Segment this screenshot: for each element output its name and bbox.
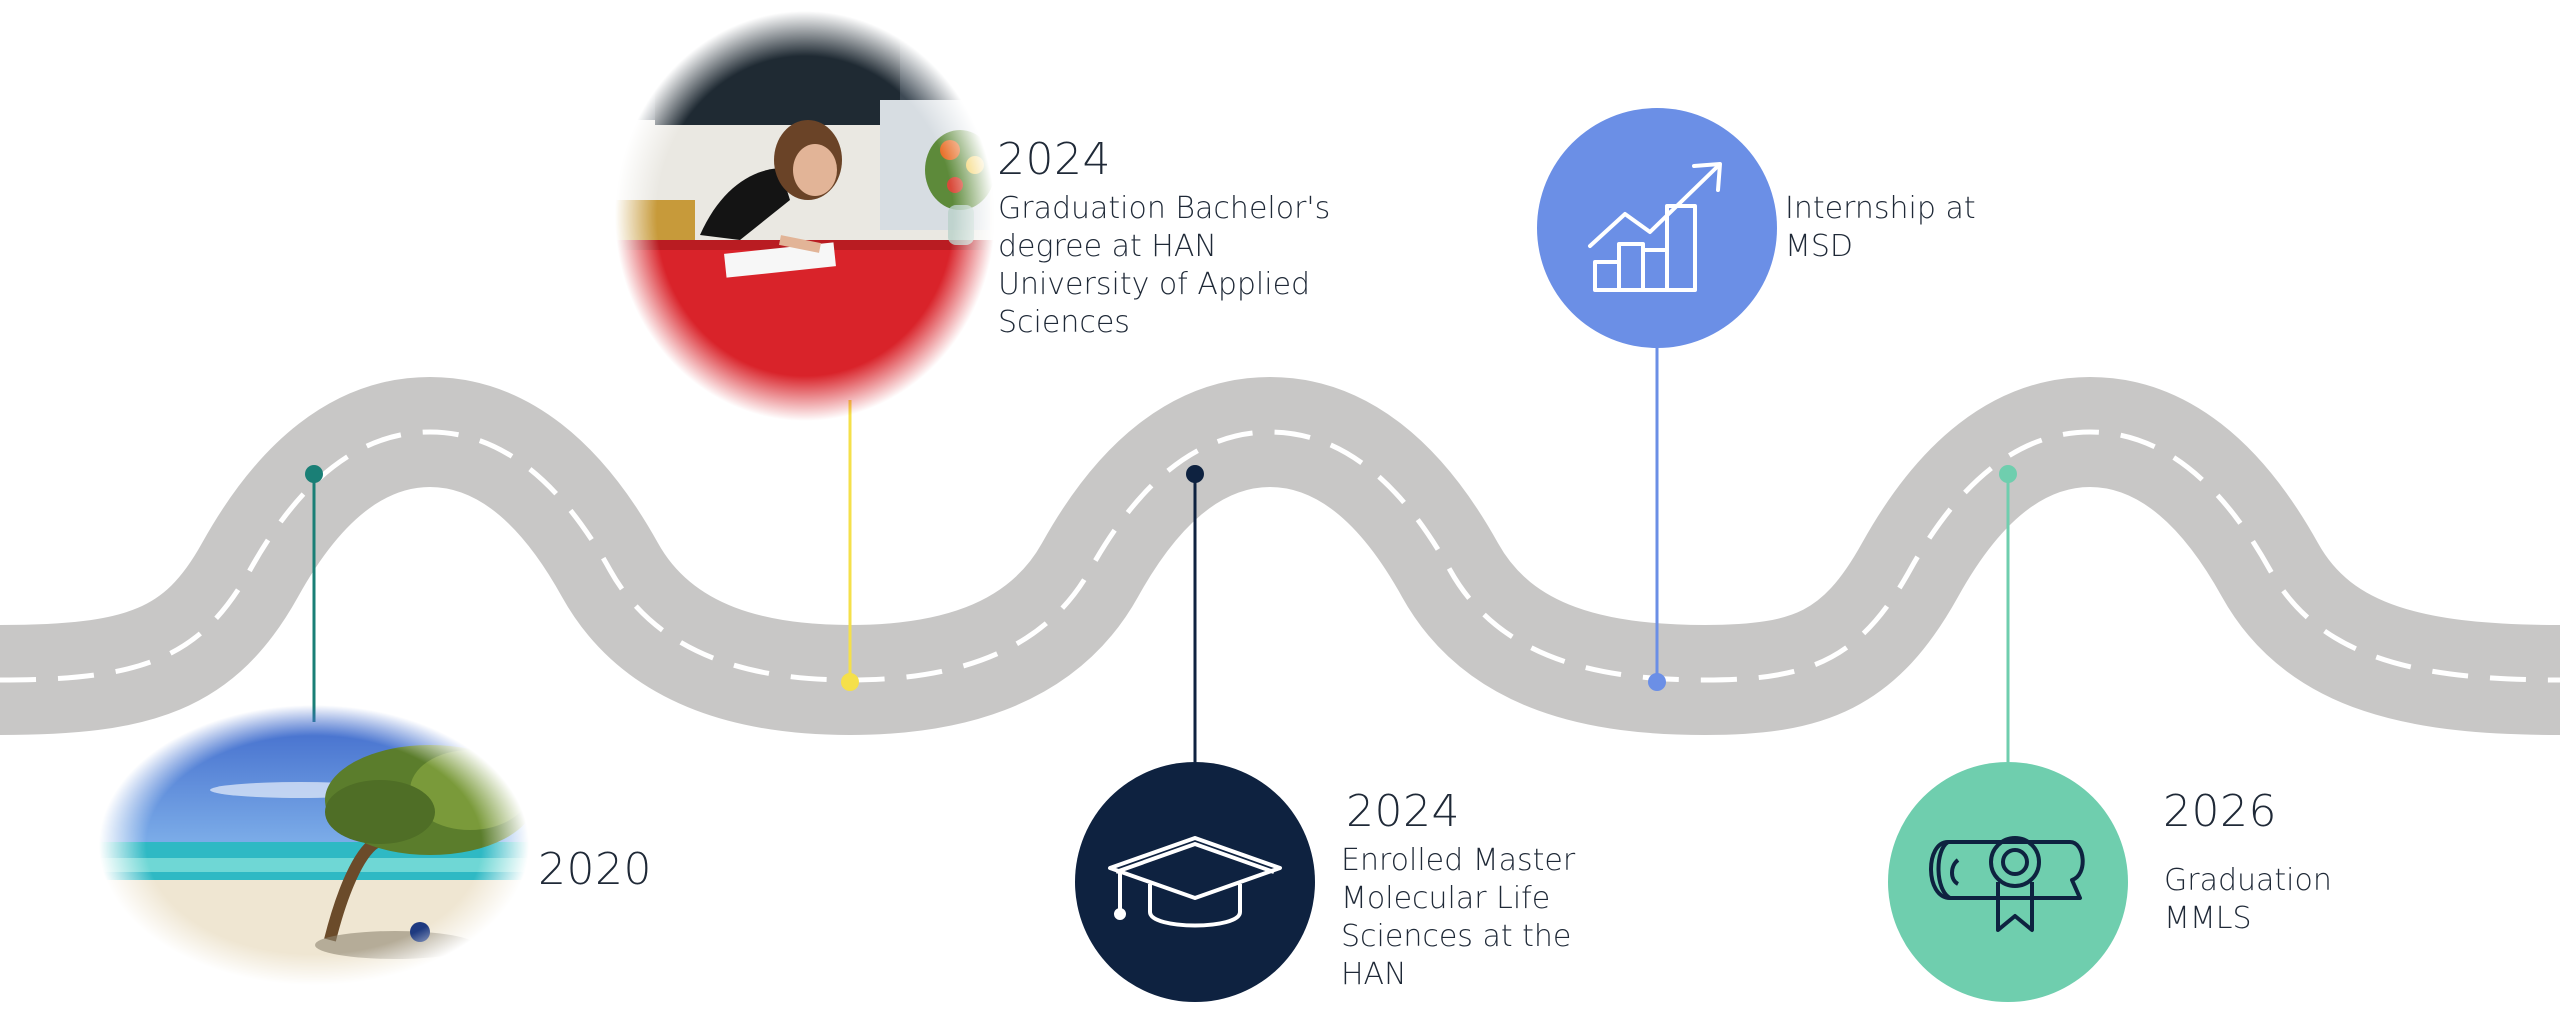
description-line: Internship at <box>1785 191 1976 226</box>
milestone-description-internship: Internship at MSD <box>1785 190 2025 266</box>
graduation-cap-circle <box>1075 762 1315 1002</box>
description-line: degree at HAN <box>998 229 1217 264</box>
connector-internship <box>1648 348 1666 691</box>
diploma-circle <box>1888 762 2128 1002</box>
road-marker-dot <box>1999 465 2017 483</box>
connector-2026 <box>1999 465 2017 762</box>
description-line: Sciences <box>998 305 1130 340</box>
road-marker-dot <box>1186 465 1204 483</box>
description-line: Enrolled Master <box>1341 843 1576 878</box>
road-center-line <box>0 429 2560 683</box>
road-surface <box>0 376 2560 736</box>
milestone-year-2024-bachelor: 2024 <box>997 134 1111 185</box>
beach-photo <box>90 700 540 990</box>
milestone-year-2024-master: 2024 <box>1346 786 1460 837</box>
milestone-description-2024-bachelor: Graduation Bachelor's degree at HAN Univ… <box>998 190 1338 342</box>
winding-road <box>0 376 2560 736</box>
road-marker-dot <box>1648 673 1666 691</box>
milestone-year-2026: 2026 <box>2163 786 2277 837</box>
description-line: MSD <box>1785 229 1854 264</box>
description-line: Graduation Bachelor's <box>998 191 1331 226</box>
diploma-icon <box>1929 836 2085 932</box>
description-line: Molecular Life <box>1341 881 1551 916</box>
connector-2020 <box>305 465 323 722</box>
connector-2024-master <box>1186 465 1204 762</box>
growth-chart-icon <box>1588 162 1722 292</box>
milestone-description-2026: Graduation MMLS <box>2164 862 2384 938</box>
description-line: HAN <box>1341 957 1407 992</box>
graduation-signing-photo <box>610 0 1000 430</box>
road-marker-dot <box>841 673 859 691</box>
description-line: MMLS <box>2164 901 2252 936</box>
description-line: Graduation <box>2164 863 2332 898</box>
connector-2024-bachelor <box>841 400 859 691</box>
graduation-cap-icon <box>1108 836 1282 928</box>
description-line: University of Applied <box>998 267 1311 302</box>
description-line: Sciences at the <box>1341 919 1572 954</box>
milestone-description-2024-master: Enrolled Master Molecular Life Sciences … <box>1341 842 1601 994</box>
growth-chart-circle <box>1537 108 1777 348</box>
milestone-year-2020: 2020 <box>538 844 652 895</box>
road-marker-dot <box>305 465 323 483</box>
